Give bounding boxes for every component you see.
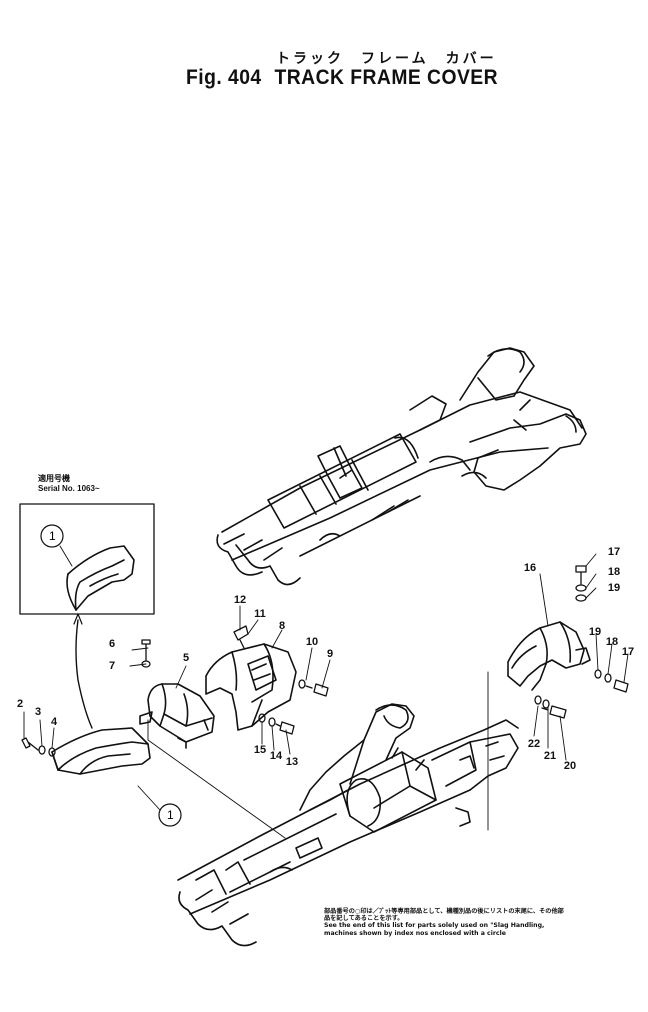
callout-10: 10: [305, 636, 319, 648]
callout-18-right: 18: [605, 636, 619, 648]
callout-16: 16: [523, 562, 537, 574]
circle-marker-lower-label: 1: [167, 808, 174, 822]
callout-20: 20: [563, 760, 577, 772]
footnote-english-2: machines shown by index nos enclosed wit…: [324, 929, 506, 937]
callout-6: 6: [108, 638, 116, 650]
cover-part-1: [51, 727, 151, 775]
callout-7: 7: [108, 660, 116, 672]
callout-13: 13: [285, 756, 299, 768]
callout-9: 9: [326, 648, 334, 660]
footnote-japanese-1: 部品番号の○印は／ﾌﾟｯﾄ等専用部品として、機種別品の後にリストの末尾に、その他…: [324, 908, 564, 915]
callout-8: 8: [278, 620, 286, 632]
footnote: 部品番号の○印は／ﾌﾟｯﾄ等専用部品として、機種別品の後にリストの末尾に、その他…: [324, 908, 594, 937]
callout-2: 2: [16, 698, 24, 710]
callout-22: 22: [527, 738, 541, 750]
callout-18-top: 18: [607, 566, 621, 578]
inset-box: [19, 503, 155, 729]
circled-markers: [40, 524, 182, 827]
serial-japanese: 適用号機: [38, 474, 70, 483]
footnote-english-1: See the end of this list for parts solel…: [324, 922, 545, 930]
title-japanese: トラック フレーム カバー: [276, 51, 497, 67]
callout-17-top: 17: [607, 546, 621, 558]
callout-19-top: 19: [607, 582, 621, 594]
figure-number: Fig. 404: [186, 66, 262, 89]
lower-track-frame: [177, 703, 519, 947]
callout-3: 3: [34, 706, 42, 718]
callout-11: 11: [254, 608, 266, 620]
callout-4: 4: [50, 716, 58, 728]
figure-name: TRACK FRAME COVER: [274, 66, 499, 89]
callout-19-right: 19: [588, 626, 602, 638]
cover-part-5: [139, 683, 215, 749]
circle-marker-upper-label: 1: [49, 529, 56, 543]
leader-lines: [23, 545, 629, 839]
callout-15: 15: [253, 744, 267, 756]
upper-track-frame: [216, 347, 587, 586]
callout-17-right: 17: [621, 646, 635, 658]
cover-part-8: [205, 643, 297, 731]
circle-marker-upper: [40, 524, 64, 548]
callout-14: 14: [269, 750, 283, 762]
callout-21: 21: [543, 750, 557, 762]
cover-part-16: [507, 621, 591, 691]
footnote-japanese-2: 品を記してあることを示す。: [324, 915, 404, 923]
serial-label: 適用号機 Serial No. 1063~: [38, 474, 100, 494]
callout-12: 12: [233, 594, 247, 606]
callout-5: 5: [182, 652, 190, 664]
figure-title: Fig. 404 TRACK FRAME COVER: [186, 66, 511, 90]
circle-marker-lower: [158, 803, 182, 827]
serial-number: Serial No. 1063~: [38, 484, 100, 493]
